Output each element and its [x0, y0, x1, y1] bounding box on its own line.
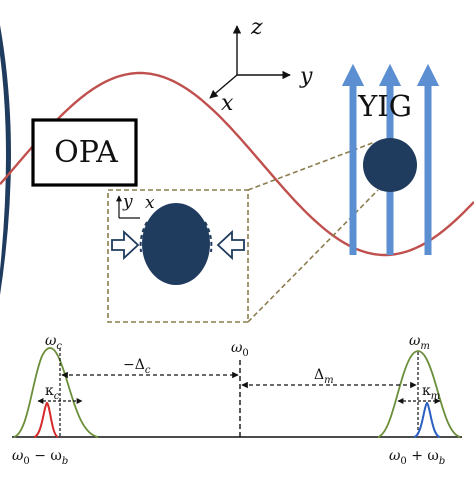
delta-m-label: Δm — [314, 367, 334, 386]
opa-box: OPA — [31, 118, 138, 187]
yig-label: YIG — [357, 89, 412, 123]
axis-x-label: x — [221, 91, 234, 116]
opa-label: OPA — [54, 135, 118, 170]
omega-c-label: ωc — [45, 333, 62, 352]
squeezed-sphere — [142, 203, 210, 285]
compress-arrow-right — [216, 229, 245, 261]
spectrum: ωc ω0 ωm −Δc Δm κc κm ω0 − ωb ω0 + ωb — [12, 333, 462, 467]
axes-main: z y x — [209, 15, 313, 116]
omega-m-label: ωm — [409, 333, 430, 352]
axis-z-label: z — [250, 15, 263, 40]
kappa-c-label: κc — [45, 383, 60, 402]
yig-sphere — [363, 138, 417, 192]
lower-sideband-label: ω0 − ωb — [12, 448, 68, 467]
omega-0-label: ω0 — [231, 340, 249, 359]
inset-axis-x-label: x — [145, 193, 155, 213]
inset-box: y x — [107, 189, 249, 323]
cavity-mirror — [0, 25, 11, 295]
upper-sideband-label: ω0 + ωb — [389, 448, 445, 467]
cavity-wave — [0, 71, 474, 257]
magnon-resonance-curve — [377, 350, 461, 438]
inset-axis-y-label: y — [122, 192, 133, 212]
red-sideband-peak — [33, 401, 59, 438]
cavity-resonance-curve — [13, 347, 99, 438]
zoom-line-bottom — [247, 189, 379, 323]
axis-y-label: y — [299, 64, 313, 89]
kappa-m-label: κm — [422, 383, 440, 402]
delta-c-label: −Δc — [123, 357, 151, 376]
compress-arrow-left — [111, 229, 140, 261]
